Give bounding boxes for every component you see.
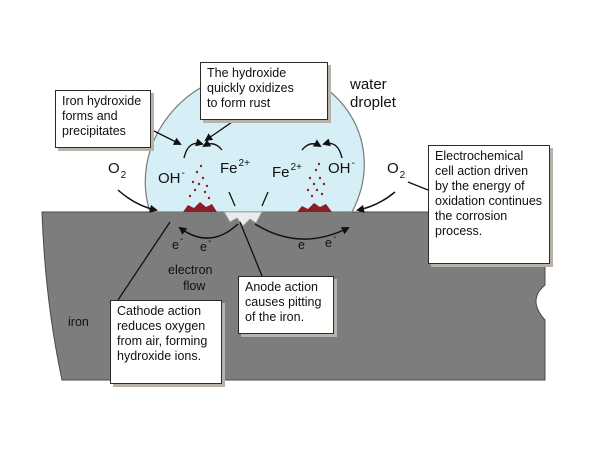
water-droplet-label: water droplet: [350, 76, 396, 112]
water-label-line1: water: [350, 76, 387, 93]
fe-release-line-right: [261, 191, 269, 207]
callout-electrochemical: Electrochemical cell action driven by th…: [428, 145, 550, 264]
o2-sub-left: 2: [120, 170, 127, 181]
callout-cathode-action-text: Cathode action reduces oxygen from air, …: [117, 304, 208, 363]
electron-minus-4: -: [332, 232, 337, 243]
callout-hydroxide-oxidizes-text: The hydroxide quickly oxidizes to form r…: [207, 66, 294, 110]
electron-minus-2: -: [207, 236, 212, 247]
leader-anode: [239, 221, 263, 277]
electron-minus-1: -: [179, 234, 184, 245]
fe-text-left: Fe: [220, 160, 238, 177]
leader-cathode: [117, 221, 171, 301]
water-label-line2: droplet: [350, 94, 396, 111]
electron-label-1: e-: [172, 234, 183, 254]
electron-flow-arrow-right: [254, 223, 350, 240]
iron-label: iron: [68, 315, 89, 330]
oxygen-arrow-left: [117, 189, 158, 213]
electron-e-3: e: [298, 238, 305, 252]
fe-charge-right: 2+: [290, 162, 302, 173]
o2-main-left: O: [108, 160, 120, 177]
electron-minus-3: -: [305, 234, 310, 245]
hydroxide-arrow-left: [183, 138, 204, 159]
callout-hydroxide-oxidizes: The hydroxide quickly oxidizes to form r…: [200, 62, 328, 120]
oh-text-left: OH: [158, 170, 181, 187]
fe-charge-left: 2+: [238, 158, 250, 169]
callout-anode-action-text: Anode action causes pitting of the iron.: [245, 280, 322, 324]
electron-e-1: e: [172, 238, 179, 252]
electron-flow-line1: electron: [168, 263, 213, 277]
electron-flow-line2: flow: [183, 279, 206, 293]
oh-minus-left: -: [181, 168, 185, 179]
electron-flow-arrow-left: [178, 223, 239, 239]
oh-label-right: OH-: [328, 158, 355, 179]
oh-text-right: OH: [328, 160, 351, 177]
iron-label-text: iron: [68, 315, 89, 329]
o2-main-right: O: [387, 160, 399, 177]
o2-label-right: O2: [387, 160, 406, 181]
oh-label-left: OH-: [158, 168, 185, 189]
fe-arrow-left: [202, 139, 223, 151]
fe-label-left: Fe2+: [220, 158, 250, 179]
oxygen-arrow-right: [356, 191, 396, 213]
oh-minus-right: -: [351, 158, 355, 169]
electron-flow-label: electron flow: [168, 262, 212, 294]
fe-label-right: Fe2+: [272, 162, 302, 183]
rust-particles-left: [188, 164, 211, 200]
o2-sub-right: 2: [399, 170, 406, 181]
callout-electrochemical-text: Electrochemical cell action driven by th…: [435, 149, 543, 238]
leader-hydroxide-oxidizes: [204, 119, 236, 142]
fe-arrow-right: [301, 139, 322, 151]
callout-cathode-action: Cathode action reduces oxygen from air, …: [110, 300, 222, 384]
leader-electrochemical: [407, 181, 429, 191]
anode-pit: [223, 211, 263, 227]
fe-text-right: Fe: [272, 164, 290, 181]
rust-particles-right: [306, 162, 326, 198]
fe-release-line-left: [228, 191, 236, 207]
o2-label-left: O2: [108, 160, 127, 181]
rust-deposit-right: [297, 203, 332, 212]
rust-deposit-left: [183, 202, 217, 212]
electron-label-4: e-: [325, 232, 336, 252]
electron-label-2: e-: [200, 236, 211, 256]
leader-iron-hydroxide: [151, 129, 182, 145]
callout-iron-hydroxide: Iron hydroxide forms and precipitates: [55, 90, 151, 148]
callout-iron-hydroxide-text: Iron hydroxide forms and precipitates: [62, 94, 142, 138]
electron-e-2: e: [200, 240, 207, 254]
callout-anode-action: Anode action causes pitting of the iron.: [238, 276, 334, 334]
electron-label-3: e-: [298, 234, 309, 254]
hydroxide-arrow-right: [322, 138, 343, 159]
electron-e-4: e: [325, 236, 332, 250]
